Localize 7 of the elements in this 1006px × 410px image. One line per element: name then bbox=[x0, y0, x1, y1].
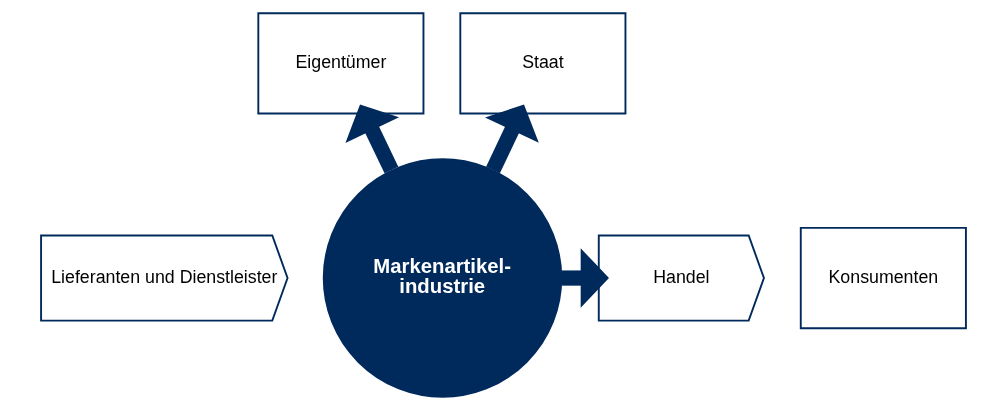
node-circle: Markenartikel- industrie bbox=[322, 158, 562, 398]
arrow bbox=[560, 248, 609, 308]
node-box: Konsumenten bbox=[799, 226, 967, 330]
arrow bbox=[344, 104, 399, 174]
node-box: Eigentümer bbox=[256, 12, 424, 115]
arrow bbox=[484, 104, 539, 174]
node-box: Staat bbox=[458, 12, 626, 115]
